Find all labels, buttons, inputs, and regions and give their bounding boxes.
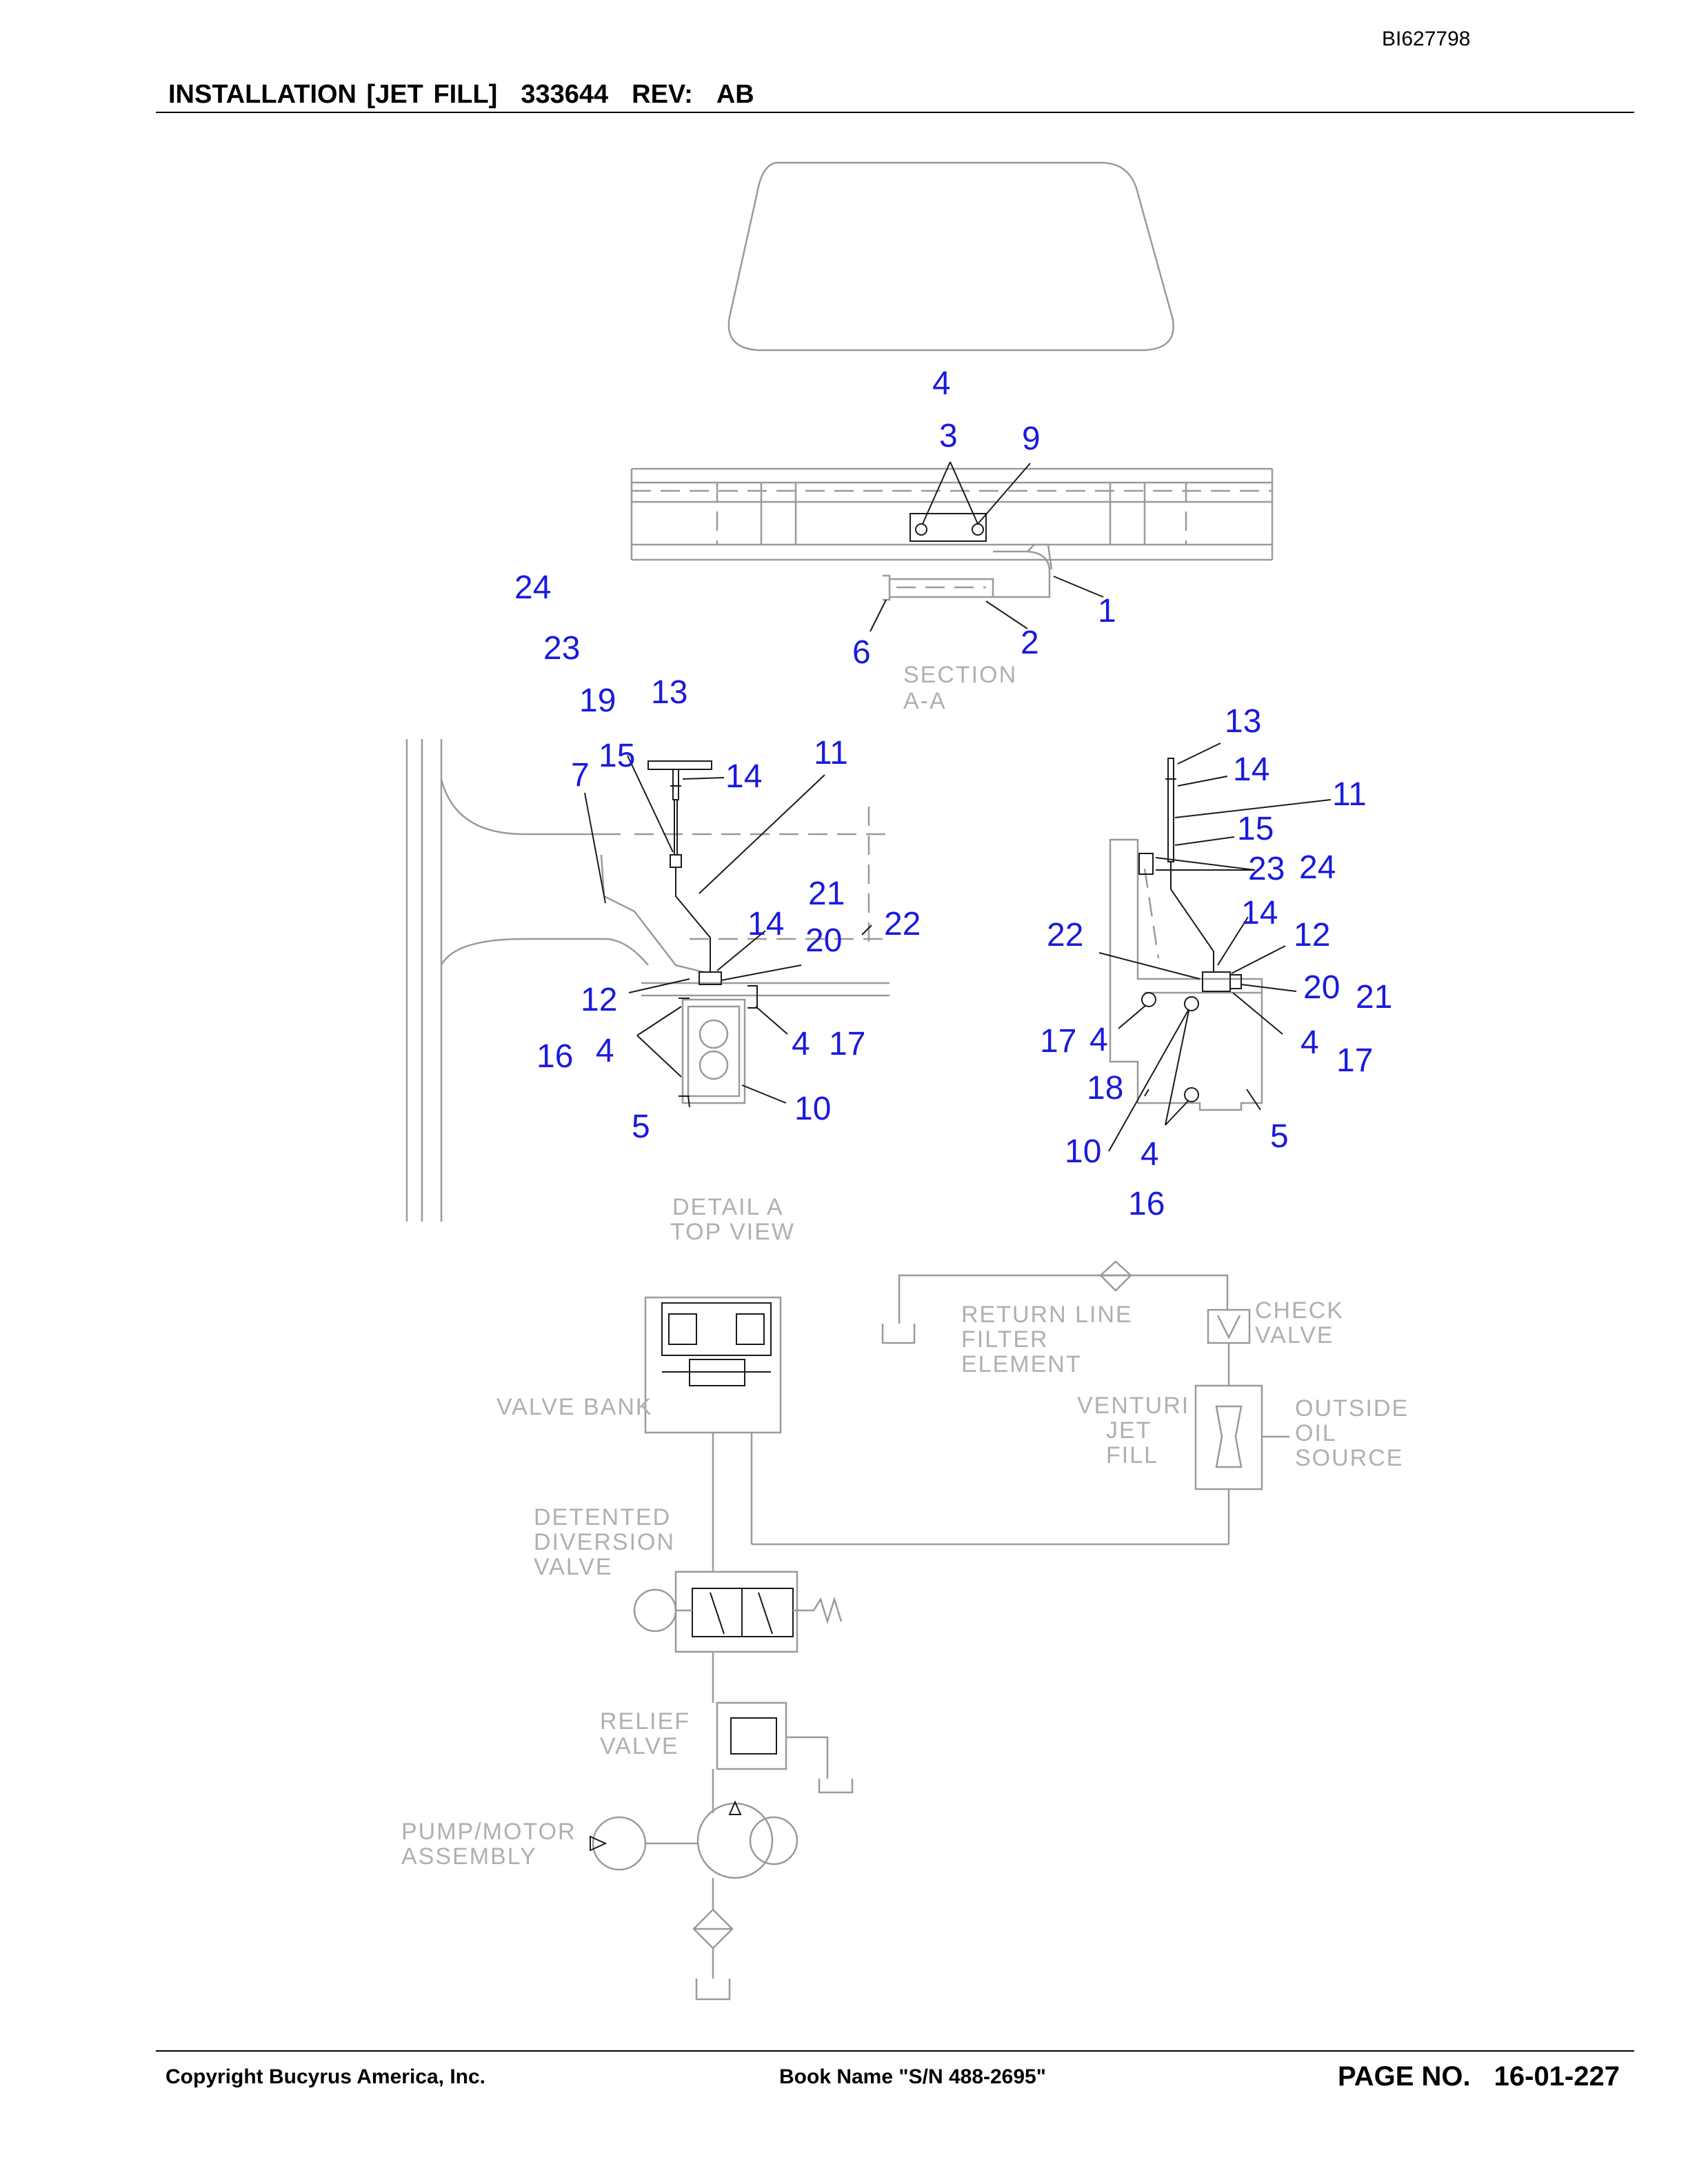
callout-right-14b: 14 bbox=[1241, 895, 1278, 931]
callout-left-5: 5 bbox=[632, 1109, 650, 1145]
relief-label-2: VALVE bbox=[600, 1733, 679, 1759]
callout-right-14a: 14 bbox=[1233, 751, 1269, 788]
callout-left-13: 13 bbox=[651, 674, 687, 711]
callout-left-11: 11 bbox=[814, 735, 848, 771]
outside-oil-label-2: OIL bbox=[1295, 1420, 1337, 1446]
callout-section-4: 4 bbox=[932, 365, 951, 402]
callout-right-17a: 17 bbox=[1040, 1023, 1076, 1060]
callout-left-16: 16 bbox=[536, 1038, 573, 1075]
section-aa-frame bbox=[630, 467, 1274, 561]
callout-right-18: 18 bbox=[1087, 1070, 1123, 1106]
page-label: PAGE NO. bbox=[1338, 2061, 1471, 2092]
pump-label-2: ASSEMBLY bbox=[401, 1843, 537, 1870]
footer-page-number: PAGE NO. 16-01-227 bbox=[1338, 2061, 1643, 2092]
callout-section-1: 1 bbox=[1098, 593, 1116, 629]
callout-left-12: 12 bbox=[581, 982, 617, 1018]
detail-a-leaders bbox=[584, 755, 872, 1108]
hydraulic-schematic bbox=[590, 1260, 1289, 2001]
document-id: BI627798 bbox=[1382, 28, 1471, 50]
check-valve-label-1: CHECK bbox=[1255, 1297, 1344, 1324]
callout-left-20: 20 bbox=[805, 922, 842, 959]
callout-left-4b: 4 bbox=[792, 1026, 810, 1062]
callout-right-4c: 4 bbox=[1141, 1136, 1159, 1173]
callout-section-2: 2 bbox=[1021, 625, 1039, 661]
callout-left-10: 10 bbox=[794, 1091, 831, 1127]
return-filter-label-3: ELEMENT bbox=[961, 1351, 1082, 1377]
valve-bank-label: VALVE BANK bbox=[496, 1394, 653, 1420]
venturi-label-1: VENTURI bbox=[1077, 1393, 1189, 1419]
callout-left-15: 15 bbox=[599, 738, 635, 774]
right-view-leaders bbox=[1098, 742, 1332, 1152]
section-aa-leaders bbox=[870, 461, 1104, 632]
diversion-label-3: VALVE bbox=[534, 1554, 613, 1580]
part-number: 333644 bbox=[521, 80, 609, 109]
callout-left-22: 22 bbox=[884, 906, 921, 942]
pump-label-1: PUMP/MOTOR bbox=[401, 1819, 576, 1845]
check-valve-label-2: VALVE bbox=[1255, 1322, 1334, 1348]
callout-right-13: 13 bbox=[1225, 703, 1261, 740]
title-text: INSTALLATION [JET FILL] bbox=[168, 80, 498, 109]
callout-right-16: 16 bbox=[1128, 1186, 1165, 1222]
rev-value: AB bbox=[716, 80, 754, 109]
relief-label-1: RELIEF bbox=[600, 1708, 690, 1735]
return-filter-label-1: RETURN LINE bbox=[961, 1302, 1133, 1328]
callout-right-11: 11 bbox=[1332, 776, 1367, 813]
detail-label-1: DETAIL A bbox=[672, 1194, 784, 1220]
detail-label-2: TOP VIEW bbox=[670, 1219, 795, 1245]
section-aa-valve bbox=[883, 513, 1053, 601]
header-rule bbox=[156, 112, 1634, 113]
diversion-label-1: DETENTED bbox=[534, 1504, 671, 1530]
cab-outline bbox=[727, 161, 1174, 352]
page-title: INSTALLATION [JET FILL] 333644 REV: AB bbox=[168, 80, 778, 110]
venturi-symbol bbox=[1194, 1384, 1263, 1490]
callout-left-24: 24 bbox=[514, 569, 551, 606]
right-view-structure bbox=[1109, 758, 1263, 1111]
footer-rule bbox=[156, 2050, 1634, 2052]
callout-right-5: 5 bbox=[1270, 1118, 1289, 1155]
footer-book-name: Book Name "S/N 488-2695" bbox=[779, 2065, 1046, 2088]
callout-right-15: 15 bbox=[1237, 811, 1274, 847]
callout-right-21: 21 bbox=[1356, 979, 1392, 1015]
return-filter-label-2: FILTER bbox=[961, 1326, 1049, 1353]
callout-section-6: 6 bbox=[852, 634, 871, 671]
venturi-label-2: JET bbox=[1106, 1417, 1152, 1444]
callout-left-4a: 4 bbox=[596, 1033, 614, 1069]
callout-right-4b: 4 bbox=[1300, 1024, 1319, 1061]
callout-left-19: 19 bbox=[579, 682, 616, 719]
diversion-valve-symbol bbox=[674, 1570, 798, 1653]
callout-right-23: 23 bbox=[1248, 851, 1285, 887]
valve-bank-symbol bbox=[644, 1296, 782, 1434]
page-value: 16-01-227 bbox=[1494, 2061, 1620, 2092]
rev-label: REV: bbox=[632, 80, 693, 109]
callout-right-17b: 17 bbox=[1336, 1042, 1373, 1079]
callout-right-22: 22 bbox=[1047, 917, 1083, 953]
section-label-1: SECTION bbox=[903, 662, 1017, 688]
callout-left-14b: 14 bbox=[747, 906, 784, 942]
venturi-label-3: FILL bbox=[1106, 1442, 1158, 1468]
callout-right-12: 12 bbox=[1294, 917, 1330, 953]
outside-oil-label-1: OUTSIDE bbox=[1295, 1395, 1409, 1422]
relief-valve-symbol bbox=[716, 1701, 787, 1770]
outside-oil-label-3: SOURCE bbox=[1295, 1445, 1403, 1471]
section-label-2: A-A bbox=[903, 688, 947, 714]
footer-copyright: Copyright Bucyrus America, Inc. bbox=[165, 2065, 486, 2088]
callout-section-9: 9 bbox=[1022, 421, 1041, 457]
callout-left-23: 23 bbox=[543, 630, 580, 667]
callout-left-17: 17 bbox=[829, 1026, 865, 1062]
callout-section-3: 3 bbox=[939, 418, 958, 454]
callout-right-24: 24 bbox=[1299, 849, 1336, 886]
callout-right-10: 10 bbox=[1065, 1133, 1101, 1170]
diversion-label-2: DIVERSION bbox=[534, 1529, 675, 1555]
detail-a-structure bbox=[405, 739, 890, 1222]
callout-left-7: 7 bbox=[571, 757, 590, 793]
callout-right-20: 20 bbox=[1303, 969, 1340, 1006]
callout-left-21: 21 bbox=[808, 876, 845, 912]
callout-left-14a: 14 bbox=[725, 758, 762, 795]
callout-right-4a: 4 bbox=[1089, 1022, 1108, 1058]
